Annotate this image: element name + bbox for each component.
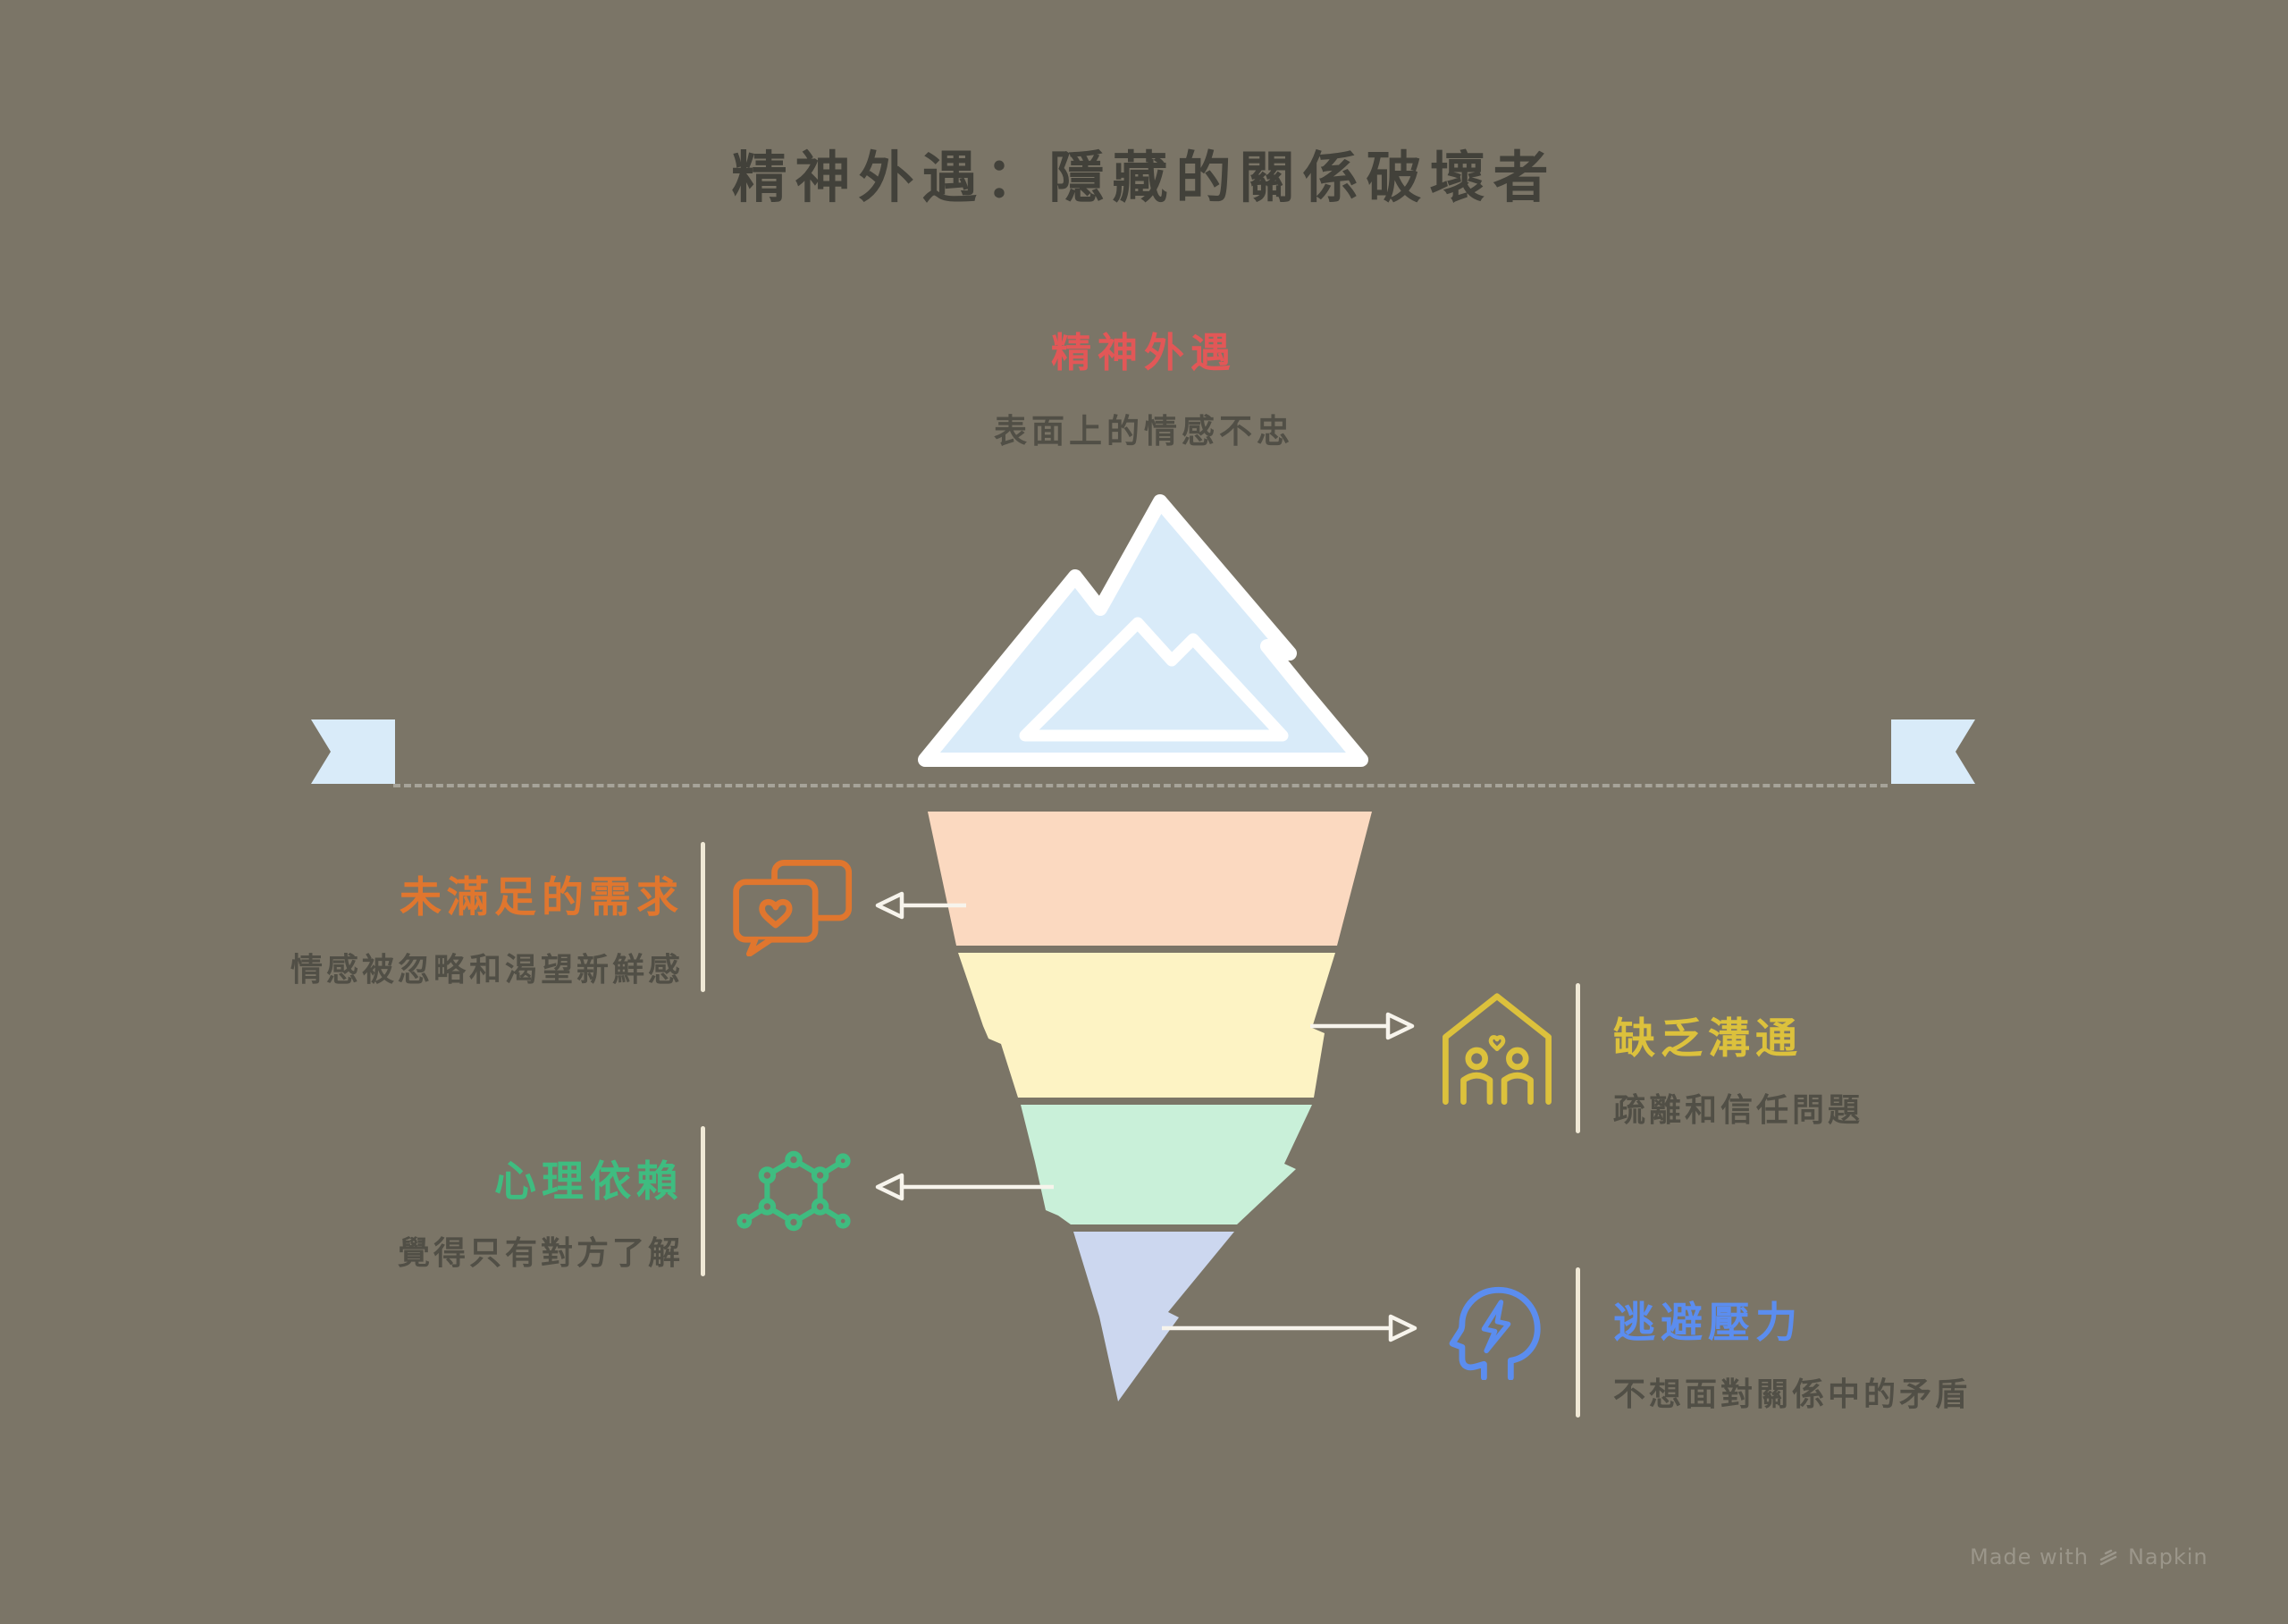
connector-arrow-psychological-dependence	[875, 1173, 1054, 1201]
layer-stress-avoidance	[1073, 1232, 1234, 1401]
molecule-icon	[731, 1144, 856, 1238]
layer-unmet-needs	[928, 812, 1372, 946]
iceberg-above-water	[918, 494, 1368, 767]
top-callout-description: 表面上的情感不忠	[994, 412, 1294, 450]
chat-heart-icon	[731, 858, 856, 956]
callout-divider-lack-of-communication	[1576, 983, 1580, 1133]
callout-label-stress-avoidance: 逃避壓力	[1613, 1299, 1803, 1348]
head-lightning-icon	[1443, 1275, 1550, 1380]
callout-label-lack-of-communication: 缺乏溝通	[1613, 1014, 1803, 1064]
callout-divider-stress-avoidance	[1576, 1267, 1580, 1418]
family-house-icon	[1434, 987, 1560, 1107]
callout-divider-unmet-needs	[701, 842, 705, 992]
page-title: 精神外遇：隱藏的關係破壞者	[731, 145, 1557, 210]
top-callout-label: 精神外遇	[1050, 329, 1237, 376]
callout-description-psychological-dependence: 覺得只有對方了解	[397, 1235, 684, 1272]
waterline	[393, 784, 1888, 787]
callout-label-psychological-dependence: 心理依賴	[494, 1157, 684, 1207]
watermark-brand: Napkin	[2127, 1544, 2208, 1569]
callout-description-stress-avoidance: 不想面對關係中的矛盾	[1613, 1376, 1972, 1413]
waterline-flag-right	[1891, 719, 1975, 784]
napkin-watermark[interactable]: Made with Napkin	[1970, 1544, 2208, 1569]
mountain-inner-line	[1019, 617, 1289, 742]
layer-psychological-dependence	[1021, 1105, 1312, 1224]
connector-arrow-lack-of-communication	[1310, 1012, 1415, 1040]
layer-lack-of-communication	[958, 953, 1335, 1098]
connector-arrow-stress-avoidance	[1162, 1314, 1417, 1342]
callout-description-lack-of-communication: 疏離和信任問題	[1613, 1092, 1864, 1129]
connector-arrow-unmet-needs	[875, 891, 966, 920]
napkin-logo-icon	[2099, 1549, 2117, 1566]
callout-description-unmet-needs: 情感被忽略和渴望新鮮感	[290, 952, 684, 989]
callout-divider-psychological-dependence	[701, 1126, 705, 1276]
watermark-prefix: Made with	[1970, 1544, 2089, 1569]
iceberg-submerged-layers	[928, 812, 1372, 1401]
callout-label-unmet-needs: 未滿足的需求	[400, 873, 684, 922]
waterline-flag-left	[311, 719, 395, 784]
